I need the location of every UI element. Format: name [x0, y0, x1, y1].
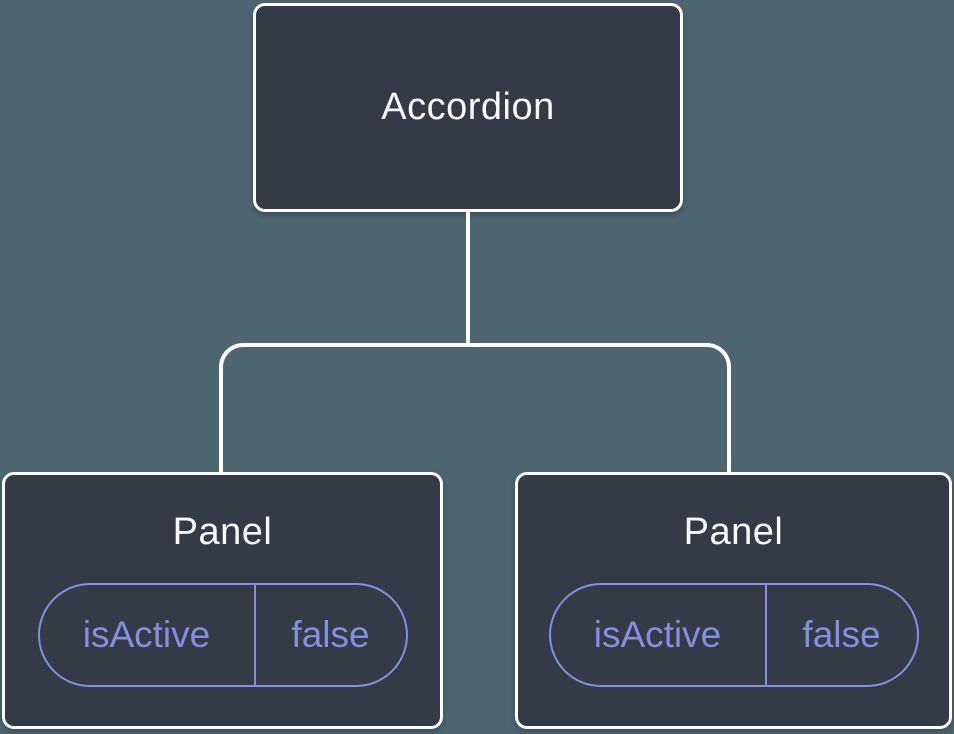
state-name: isActive	[551, 585, 767, 685]
node-panel-right: Panel isActive false	[515, 472, 952, 729]
state-name: isActive	[40, 585, 256, 685]
state-badge-right: isActive false	[548, 583, 919, 687]
node-accordion-label: Accordion	[381, 86, 555, 128]
node-panel-left: Panel isActive false	[2, 472, 443, 729]
connector-bracket	[219, 343, 731, 472]
state-badge-left: isActive false	[37, 583, 408, 687]
connector-stem	[466, 210, 470, 347]
node-panel-right-label: Panel	[683, 511, 784, 553]
node-panel-left-label: Panel	[172, 511, 273, 553]
state-value: false	[802, 614, 881, 655]
state-value: false	[291, 614, 370, 655]
node-accordion: Accordion	[253, 3, 683, 212]
